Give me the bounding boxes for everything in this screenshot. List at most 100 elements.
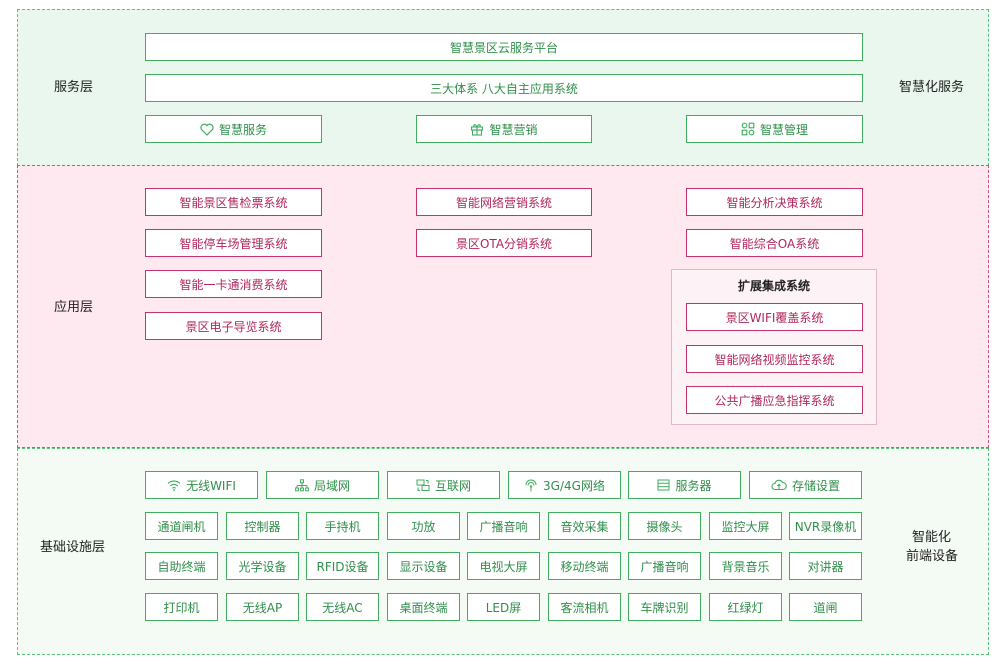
device-label: 控制器 [244, 519, 281, 534]
device-box: 道闸 [789, 593, 862, 621]
device-label: 功放 [411, 519, 436, 534]
app-system-box: 景区OTA分销系统 [416, 229, 592, 257]
systems-box: 三大体系 八大自主应用系统 [145, 74, 863, 102]
device-label: NVR录像机 [794, 519, 857, 534]
network-server-box: 服务器 [628, 471, 741, 499]
device-box: 红绿灯 [709, 593, 782, 621]
device-label: 音效采集 [560, 519, 609, 534]
app-system-box: 智能停车场管理系统 [145, 229, 322, 257]
device-label: 自助终端 [157, 559, 206, 574]
device-label: 手持机 [324, 519, 361, 534]
device-box: 广播音响 [628, 552, 701, 580]
device-box: 光学设备 [226, 552, 299, 580]
app-system-label: 智能网络营销系统 [455, 195, 552, 210]
device-label: 桌面终端 [399, 600, 448, 615]
device-box: 功放 [387, 512, 460, 540]
app-system-box: 智能景区售检票系统 [145, 188, 322, 216]
extension-system-box: 景区WIFI覆盖系统 [686, 303, 863, 331]
service-layer-right-label: 智慧化服务 [899, 80, 965, 95]
device-label: 车牌识别 [640, 600, 689, 615]
cloud-platform-label: 智慧景区云服务平台 [449, 40, 558, 55]
device-box: 通道闸机 [145, 512, 218, 540]
device-label: 广播音响 [479, 519, 528, 534]
infrastructure-right-label-line1: 智能化 [912, 530, 952, 545]
app-system-box: 景区电子导览系统 [145, 312, 322, 340]
server-icon [657, 479, 670, 491]
device-box: RFID设备 [306, 552, 379, 580]
heart-icon [200, 123, 214, 136]
app-system-box: 智能综合OA系统 [686, 229, 863, 257]
device-label: 显示设备 [399, 559, 448, 574]
pillar-label: 智慧营销 [489, 122, 538, 137]
device-label: 客流相机 [560, 600, 609, 615]
network-label: 服务器 [675, 478, 712, 493]
app-system-box: 智能分析决策系统 [686, 188, 863, 216]
device-box: 客流相机 [548, 593, 621, 621]
device-box: 背景音乐 [709, 552, 782, 580]
device-box: 无线AP [226, 593, 299, 621]
device-box: 无线AC [306, 593, 379, 621]
network-lan-box: 局域网 [266, 471, 379, 499]
pillar-label: 智慧管理 [759, 122, 808, 137]
pillar-label: 智慧服务 [218, 122, 267, 137]
device-label: 广播音响 [640, 559, 689, 574]
extension-title: 扩展集成系统 [737, 279, 810, 293]
device-box: 电视大屏 [467, 552, 540, 580]
device-label: 监控大屏 [721, 519, 770, 534]
pillar-smart-service: 智慧服务 [145, 115, 322, 143]
app-system-label: 智能综合OA系统 [729, 236, 820, 251]
extension-system-box: 智能网络视频监控系统 [686, 345, 863, 373]
network-wifi-box: 无线WIFI [145, 471, 258, 499]
infrastructure-right-label-line2: 前端设备 [906, 549, 959, 564]
network-label: 局域网 [313, 478, 350, 493]
grid-icon [741, 122, 755, 136]
device-label: LED屏 [485, 600, 522, 615]
device-box: 手持机 [306, 512, 379, 540]
device-box: LED屏 [467, 593, 540, 621]
device-box: 桌面终端 [387, 593, 460, 621]
device-box: 监控大屏 [709, 512, 782, 540]
app-system-box: 智能一卡通消费系统 [145, 270, 322, 298]
device-box: 对讲器 [789, 552, 862, 580]
extension-system-label: 公共广播应急指挥系统 [714, 393, 835, 408]
network-label: 3G/4G网络 [543, 478, 605, 493]
extension-system-label: 智能网络视频监控系统 [714, 352, 835, 367]
device-box: 车牌识别 [628, 593, 701, 621]
device-label: 对讲器 [807, 559, 844, 574]
network-storage-box: 存储设置 [749, 471, 862, 499]
app-system-label: 智能停车场管理系统 [179, 236, 288, 251]
application-layer-label: 应用层 [54, 300, 94, 315]
device-label: 背景音乐 [721, 559, 770, 574]
device-label: 道闸 [813, 600, 838, 615]
network-internet-box: 互联网 [387, 471, 500, 499]
device-label: 移动终端 [560, 559, 609, 574]
device-box: 广播音响 [467, 512, 540, 540]
gift-icon [471, 124, 484, 136]
device-box: 自助终端 [145, 552, 218, 580]
lan-icon [295, 478, 309, 491]
internet-icon [416, 479, 430, 491]
app-system-label: 智能景区售检票系统 [179, 195, 288, 210]
device-label: RFID设备 [316, 559, 369, 574]
pillar-smart-management: 智慧管理 [686, 115, 863, 143]
network-mobile-box: 3G/4G网络 [508, 471, 621, 499]
device-box: 音效采集 [548, 512, 621, 540]
device-label: 电视大屏 [479, 559, 528, 574]
device-label: 打印机 [163, 600, 200, 615]
device-box: 摄像头 [628, 512, 701, 540]
extension-system-label: 景区WIFI覆盖系统 [725, 310, 824, 325]
device-label: 红绿灯 [727, 600, 764, 615]
signal-icon [525, 479, 537, 491]
pillar-smart-marketing: 智慧营销 [416, 115, 592, 143]
infrastructure-layer-label: 基础设施层 [40, 540, 106, 555]
app-system-box: 智能网络营销系统 [416, 188, 592, 216]
device-box: 打印机 [145, 593, 218, 621]
service-layer-label: 服务层 [54, 80, 94, 95]
cloud-icon [771, 479, 787, 491]
app-system-label: 景区OTA分销系统 [455, 236, 553, 251]
device-label: 无线AP [242, 600, 283, 615]
device-box: 显示设备 [387, 552, 460, 580]
device-label: 通道闸机 [157, 519, 206, 534]
app-system-label: 智能一卡通消费系统 [179, 277, 288, 292]
app-system-label: 智能分析决策系统 [726, 195, 823, 210]
